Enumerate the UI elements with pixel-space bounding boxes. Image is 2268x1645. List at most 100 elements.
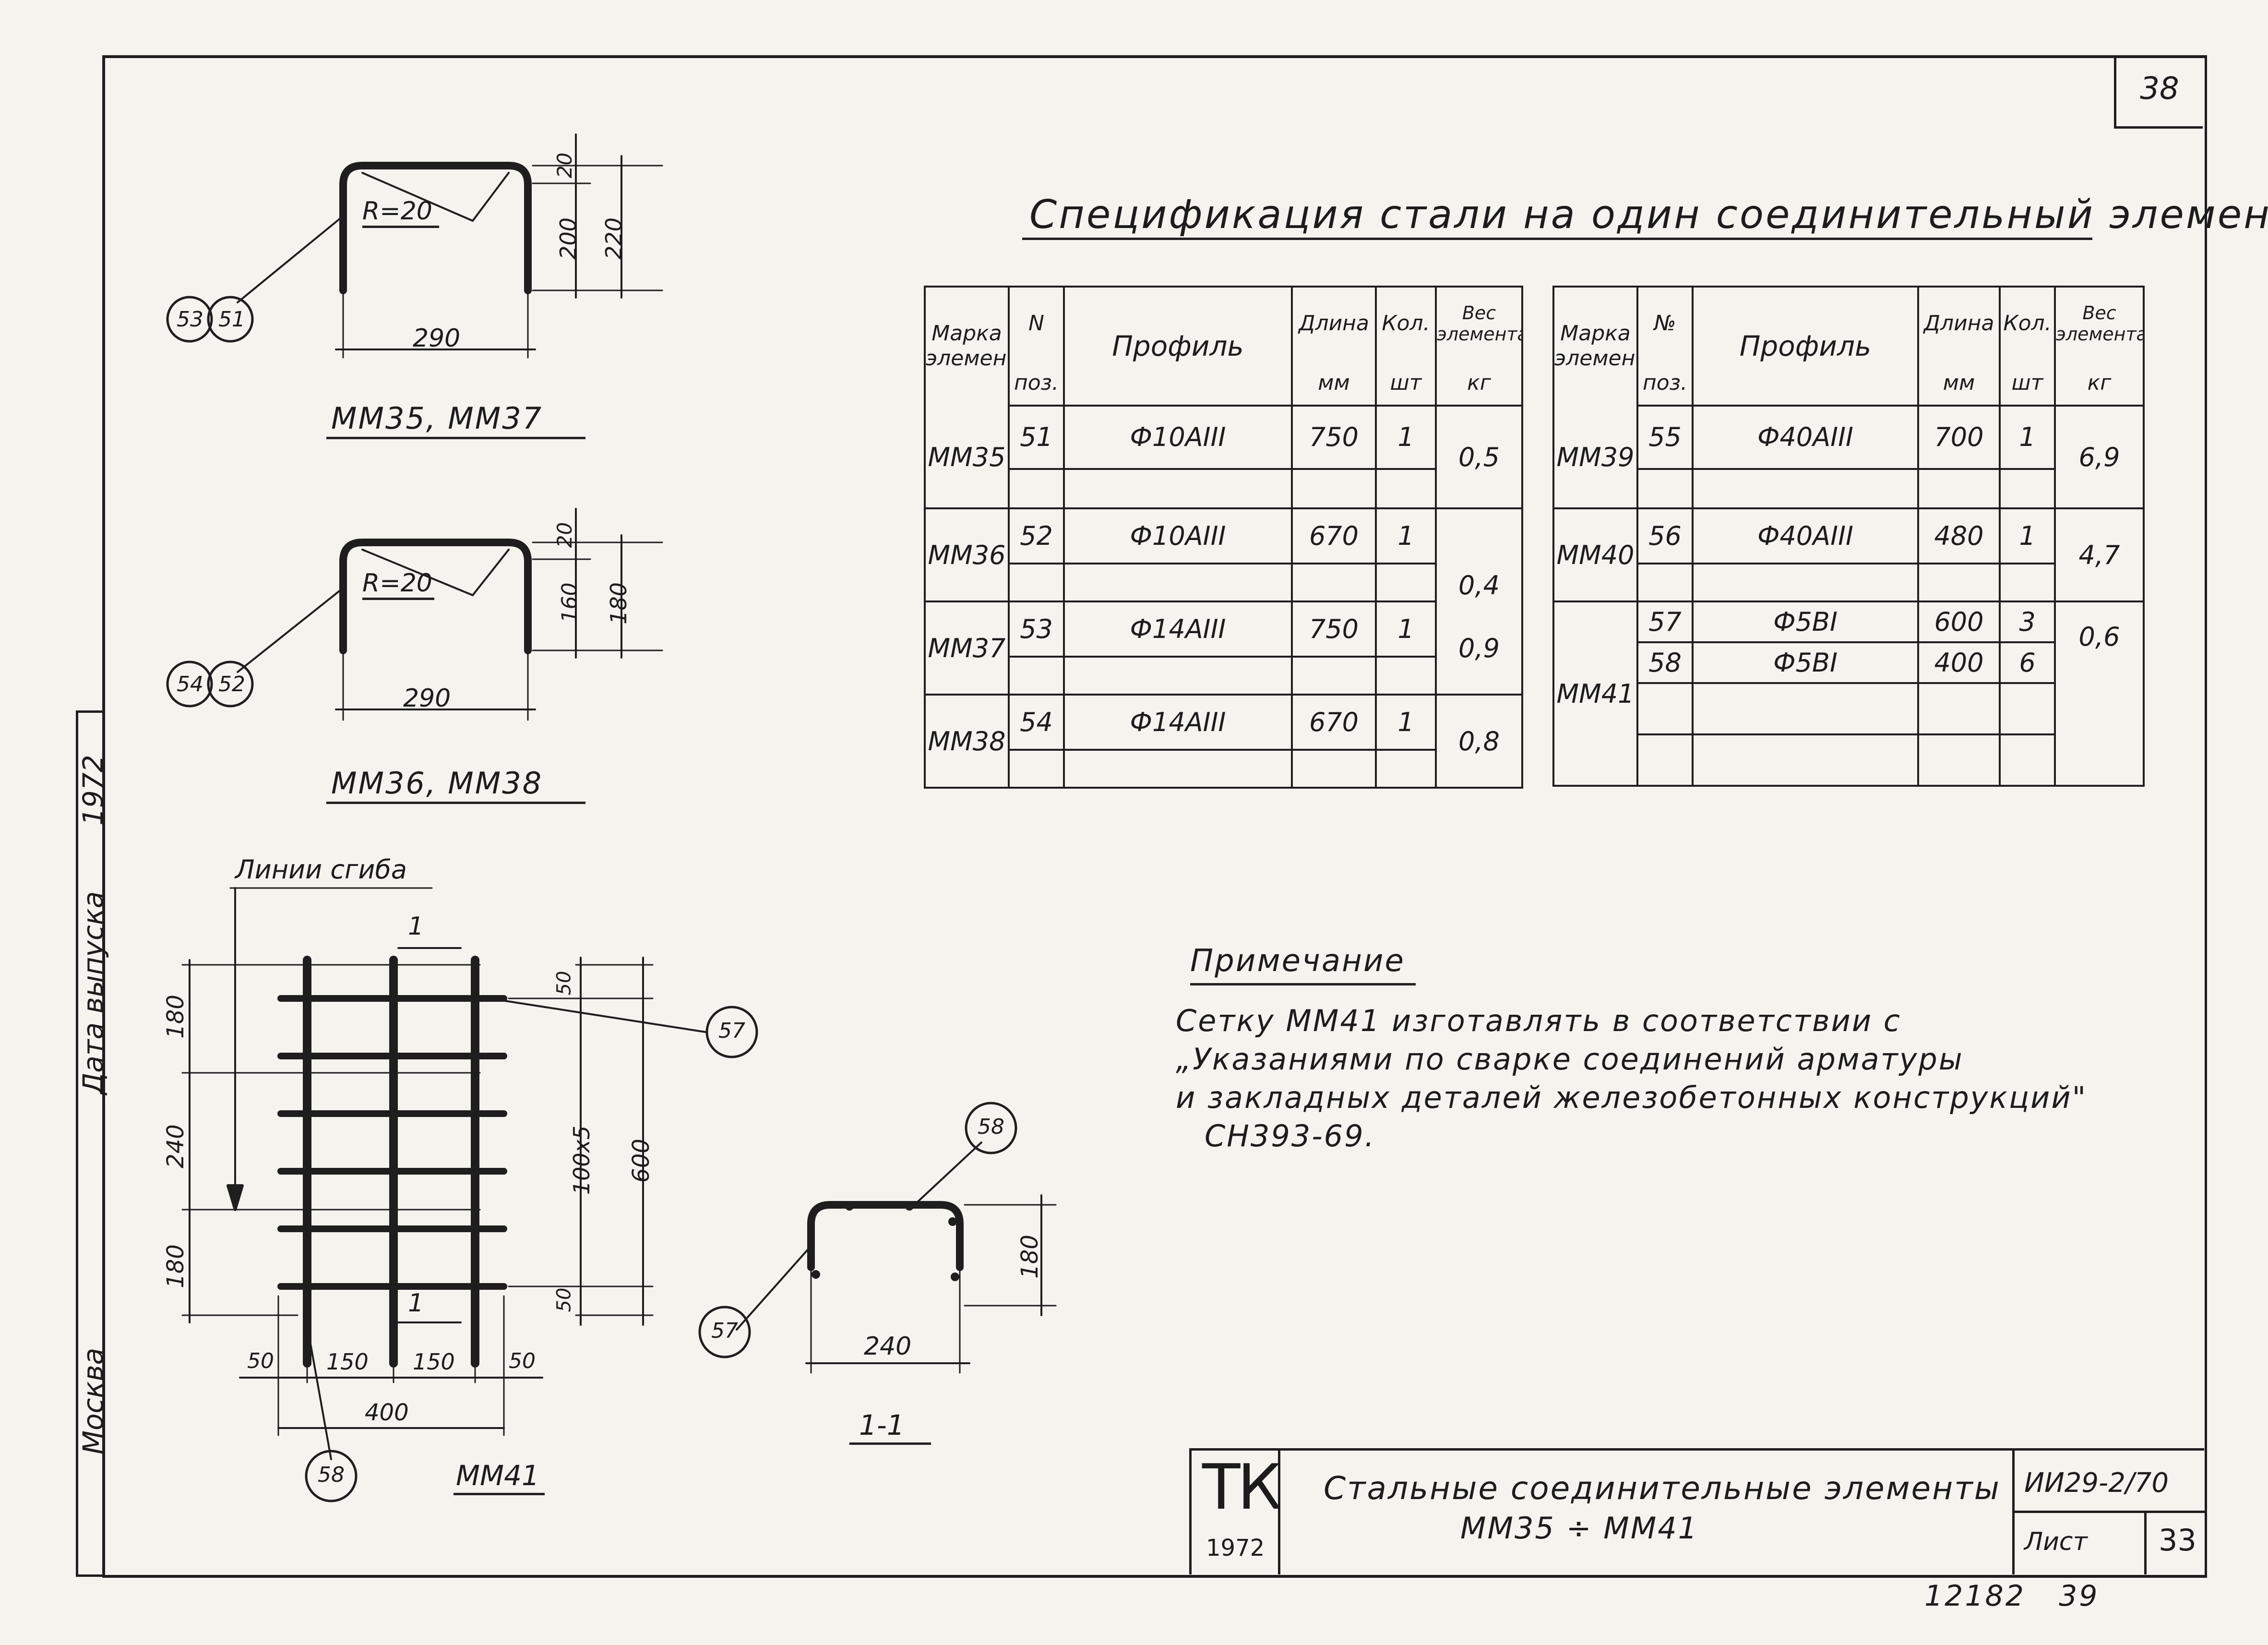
hdr-length-r: Длина <box>1917 286 2001 360</box>
pos-57: 57 <box>1636 600 1694 644</box>
mark-mm37: ММ37 <box>924 600 1010 696</box>
length-54: 670 <box>1291 694 1377 751</box>
section-height: 180 <box>1016 1235 1043 1279</box>
title-block-org-cell: ТК 1972 <box>1192 1451 1282 1574</box>
profile-55: Ф40АIII <box>1692 405 1919 470</box>
hdr-length-unit-r: мм <box>1917 360 2001 407</box>
d2-caption: ММ36, ММ38 <box>331 766 543 801</box>
note-line-2: „Указаниями по сварке соединений арматур… <box>1176 1042 1964 1077</box>
d1-width: 290 <box>413 324 461 353</box>
pos-54: 54 <box>1008 694 1065 751</box>
mark-mm35: ММ35 <box>924 405 1010 509</box>
d1-dim-total: 220 <box>600 217 627 260</box>
mesh-bottom-dim-2: 150 <box>326 1349 369 1375</box>
hdr-qty: Кол. <box>1375 286 1437 360</box>
mesh-total-width: 400 <box>365 1399 409 1426</box>
hdr-profile-r: Профиль <box>1692 286 1919 407</box>
hdr-weight-r: Вес элемента <box>2054 286 2145 360</box>
d2-radius: R=20 <box>362 569 432 598</box>
spec-table-left: Марка элемента N Профиль Длина Кол. Вес … <box>924 286 1523 789</box>
mesh-left-dim-2: 240 <box>162 1124 189 1168</box>
mesh-left-dim-1: 180 <box>162 995 189 1039</box>
margin-strip <box>76 710 105 1577</box>
pos-56: 56 <box>1636 507 1694 564</box>
mesh-section-mark-bottom: 1 <box>408 1289 424 1318</box>
profile-58: Ф5BI <box>1692 641 1919 684</box>
section-callout-58: 58 <box>978 1115 1004 1139</box>
hdr-pos: N <box>1008 286 1065 360</box>
bottom-number: 12182 39 <box>1924 1579 2100 1613</box>
weight-mm38: 0,8 <box>1435 694 1523 789</box>
spec-title: Спецификация стали на один соединительны… <box>1029 192 2268 238</box>
sheet-number: 33 <box>2159 1523 2196 1558</box>
series-code: ИИ29-2/70 <box>2024 1467 2169 1499</box>
mark-mm40: ММ40 <box>1552 507 1638 602</box>
weight-mm35: 0,5 <box>1435 405 1523 509</box>
profile-57: Ф5BI <box>1692 600 1919 644</box>
d1-radius: R=20 <box>362 197 432 226</box>
d1-dim-top: 20 <box>553 152 577 179</box>
d2-width: 290 <box>403 684 451 713</box>
org-logo: ТК <box>1202 1451 1282 1524</box>
weight-mm41: 0,6 <box>2054 600 2145 787</box>
hdr-pos-unit: поз. <box>1008 360 1065 407</box>
mark-mm39: ММ39 <box>1552 405 1638 509</box>
d1-callout-a: 53 <box>177 307 203 332</box>
spec-title-underline <box>1022 238 2092 240</box>
qty-57: 3 <box>1999 600 2056 644</box>
hdr-mark: Марка элемента <box>924 286 1010 406</box>
hdr-qty-r: Кол. <box>1999 286 2056 360</box>
hdr-length-unit: мм <box>1291 360 1377 407</box>
mesh-bend-lines: Линии сгиба <box>235 854 407 885</box>
weight-mm39: 6,9 <box>2054 405 2145 509</box>
qty-51: 1 <box>1375 405 1437 470</box>
qty-54: 1 <box>1375 694 1437 751</box>
sheet-frame <box>102 55 2207 1578</box>
page-number: 38 <box>2140 71 2179 107</box>
pos-58: 58 <box>1636 641 1694 684</box>
title-block: ТК 1972 Стальные соединительные элементы… <box>1189 1448 2207 1574</box>
length-51: 750 <box>1291 405 1377 470</box>
mesh-bottom-dim-1: 50 <box>247 1349 274 1373</box>
note-line-4: СН393-69. <box>1205 1118 1376 1153</box>
sheet-label: Лист <box>2024 1527 2088 1556</box>
mesh-right-dim-mid: 100х5 <box>569 1125 595 1195</box>
section-1-1 <box>807 1201 964 1271</box>
hdr-pos-unit-r: поз. <box>1636 360 1694 407</box>
drawing-name-line2: ММ35 ÷ ММ41 <box>1460 1511 1699 1546</box>
qty-55: 1 <box>1999 405 2056 470</box>
mesh-total-height: 600 <box>627 1139 655 1183</box>
hdr-weight-unit-r: кг <box>2054 360 2145 407</box>
section-callout-57: 57 <box>711 1319 738 1343</box>
qty-56: 1 <box>1999 507 2056 564</box>
length-52: 670 <box>1291 507 1377 564</box>
mesh-bottom-dim-4: 50 <box>509 1349 536 1373</box>
pos-51: 51 <box>1008 405 1065 470</box>
hdr-mark-r: Марка элемента <box>1552 286 1638 406</box>
length-53: 750 <box>1291 600 1377 658</box>
d2-dim-top: 20 <box>553 522 577 548</box>
note-line-1: Сетку ММ41 изготавлять в соответствии с <box>1176 1003 1901 1038</box>
drawing-name-line1: Стальные соединительные элементы <box>1324 1470 2001 1507</box>
hdr-qty-unit-r: шт <box>1999 360 2056 407</box>
spec-table-right: Марка элемента № Профиль Длина Кол. Вес … <box>1552 286 2145 787</box>
note-heading-underline <box>1190 983 1416 985</box>
d2-callout-a: 54 <box>177 672 203 696</box>
d1-dim-mid: 200 <box>555 217 581 260</box>
profile-51: Ф10АIII <box>1063 405 1293 470</box>
pos-52: 52 <box>1008 507 1065 564</box>
mesh-mm41 <box>277 956 507 1368</box>
length-57: 600 <box>1917 600 2001 644</box>
profile-56: Ф40АIII <box>1692 507 1919 564</box>
qty-53: 1 <box>1375 600 1437 658</box>
mesh-caption: ММ41 <box>456 1459 539 1492</box>
section-width: 240 <box>864 1332 912 1361</box>
hdr-weight-unit: кг <box>1435 360 1523 407</box>
mesh-left-dim-3: 180 <box>162 1244 189 1288</box>
section-caption: 1-1 <box>859 1409 905 1441</box>
mesh-right-dim-top: 50 <box>553 971 575 996</box>
mesh-callout-57: 57 <box>718 1019 745 1043</box>
length-56: 480 <box>1917 507 2001 564</box>
weight-mm40: 4,7 <box>2054 507 2145 602</box>
hdr-length: Длина <box>1291 286 1377 360</box>
